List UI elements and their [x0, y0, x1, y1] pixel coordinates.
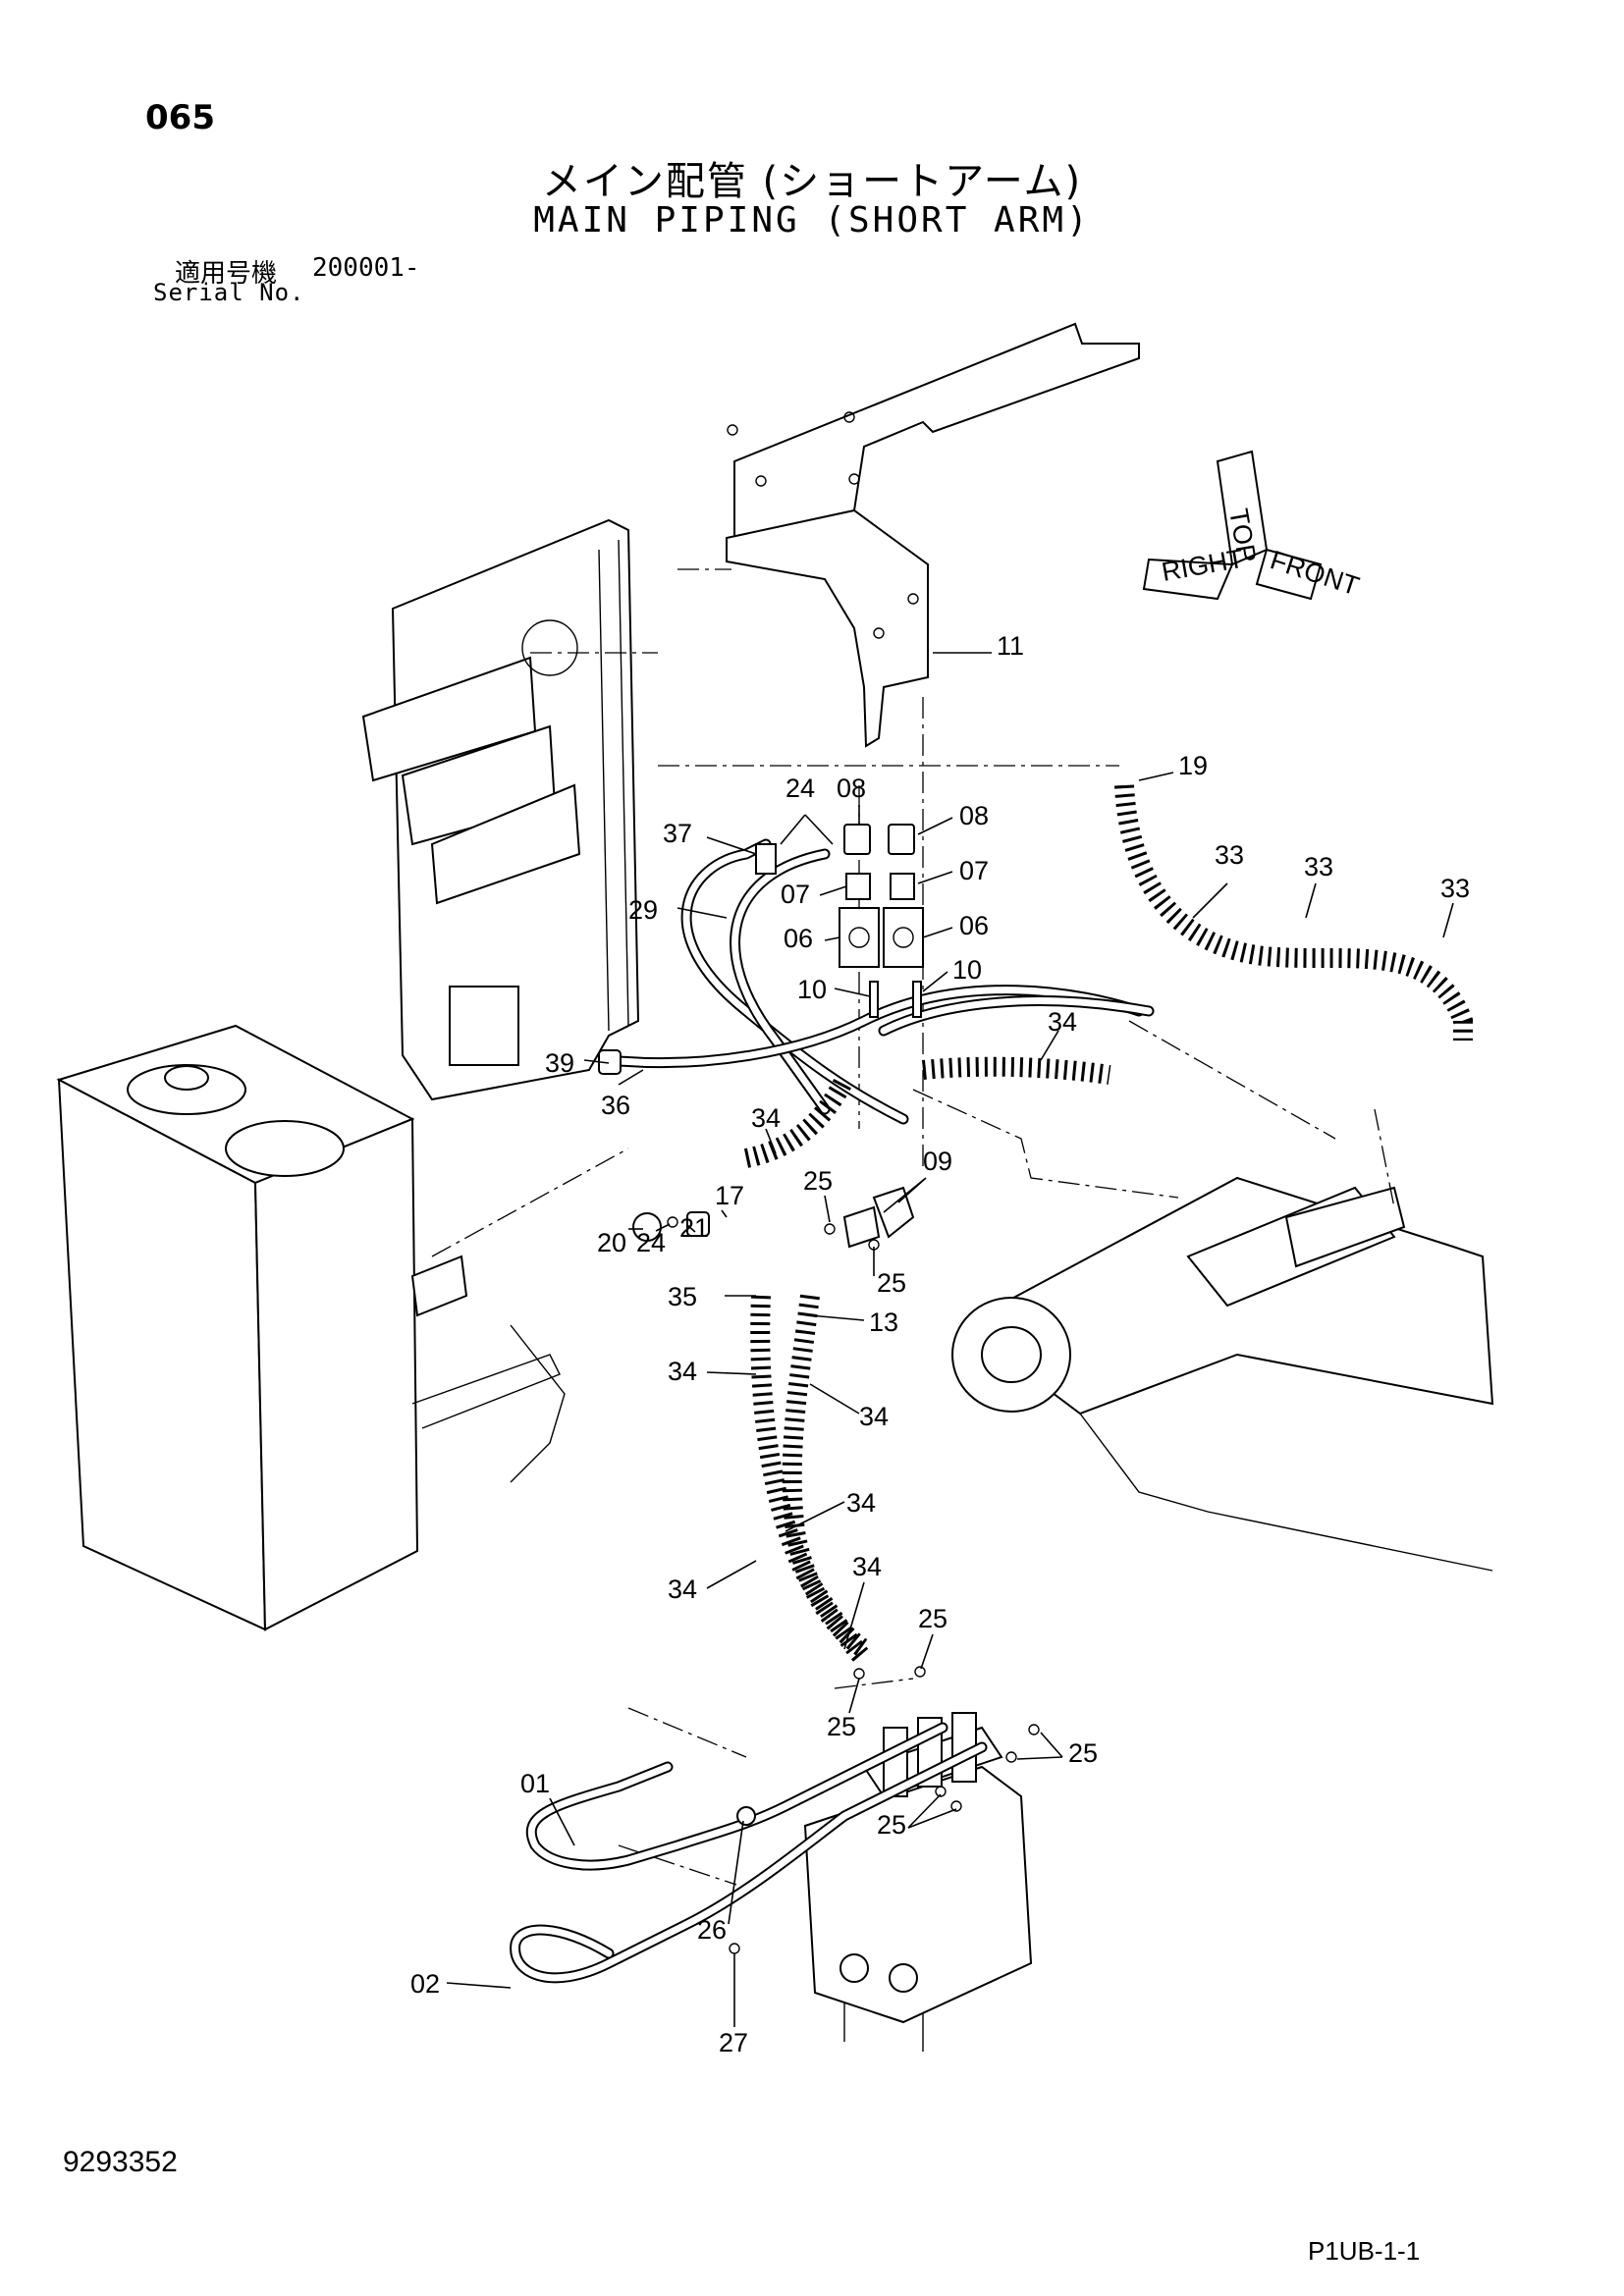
callout-34: 34: [1048, 1007, 1077, 1037]
callout-29: 29: [628, 895, 658, 925]
callout-33: 33: [1304, 852, 1333, 881]
callout-34: 34: [859, 1402, 889, 1431]
callout-39: 39: [545, 1048, 574, 1078]
callout-08: 08: [837, 774, 866, 803]
title-english: MAIN PIPING (SHORT ARM): [533, 200, 1091, 240]
serial-label-japanese: 適用号機: [175, 259, 278, 289]
callout-07: 07: [959, 856, 989, 885]
callout-25: 25: [827, 1712, 856, 1741]
callout-17: 17: [715, 1181, 744, 1210]
sheet-code: P1UB-1-1: [1308, 2236, 1421, 2266]
leader-lines: [446, 652, 1454, 2027]
callout-33: 33: [1440, 874, 1470, 903]
callout-labels: 11 24 08 08 19 37 07 07 33 33 33 29 06 0…: [410, 631, 1470, 2057]
callout-26: 26: [697, 1915, 727, 1945]
hydraulic-tank: [56, 1024, 566, 1631]
callout-21: 21: [679, 1213, 709, 1243]
spiral-hoses: [743, 784, 1473, 1667]
callout-25: 25: [803, 1166, 833, 1196]
page-number: 065: [145, 98, 215, 137]
callout-09: 09: [923, 1147, 952, 1176]
fittings: [598, 824, 1040, 1954]
orientation-icon: TOP FRONT RIGHT: [1142, 450, 1363, 601]
callout-11: 11: [997, 631, 1024, 661]
callout-25: 25: [877, 1810, 906, 1840]
callout-02: 02: [410, 1969, 440, 1999]
serial-value: 200001-: [312, 253, 420, 283]
callout-07: 07: [781, 880, 810, 909]
boom-structure: [951, 1176, 1494, 1572]
callout-34: 34: [852, 1552, 882, 1581]
lower-pipes: [510, 1722, 988, 1984]
callout-06: 06: [959, 911, 989, 940]
callout-25: 25: [877, 1268, 906, 1298]
callout-27: 27: [719, 2028, 748, 2057]
callout-10: 10: [952, 955, 982, 985]
callout-37: 37: [663, 819, 692, 848]
callout-19: 19: [1178, 751, 1208, 780]
callout-34: 34: [668, 1575, 697, 1604]
orientation-front-label: FRONT: [1267, 545, 1363, 601]
title-japanese: メイン配管 (ショートアーム): [541, 159, 1083, 204]
callout-01: 01: [520, 1769, 550, 1798]
serial-label-english: Serial No.: [153, 279, 305, 306]
bracket-part-11: [726, 322, 1140, 748]
figure-number: 9293352: [63, 2146, 178, 2178]
callout-25: 25: [918, 1604, 947, 1633]
callout-34: 34: [846, 1488, 876, 1518]
callout-33: 33: [1215, 840, 1244, 870]
callout-34: 34: [751, 1103, 781, 1133]
callout-10: 10: [797, 975, 827, 1004]
callout-34: 34: [668, 1357, 697, 1386]
callout-35: 35: [668, 1282, 697, 1311]
callout-24: 24: [785, 774, 815, 803]
callout-20: 20: [597, 1228, 626, 1257]
callout-36: 36: [601, 1091, 630, 1120]
frame-assembly: [361, 518, 640, 1101]
callout-08: 08: [959, 801, 989, 830]
callout-24: 24: [636, 1228, 666, 1257]
callout-06: 06: [784, 924, 813, 953]
callout-13: 13: [869, 1308, 898, 1337]
callout-25: 25: [1068, 1738, 1098, 1768]
control-valve: [803, 1712, 1033, 2052]
